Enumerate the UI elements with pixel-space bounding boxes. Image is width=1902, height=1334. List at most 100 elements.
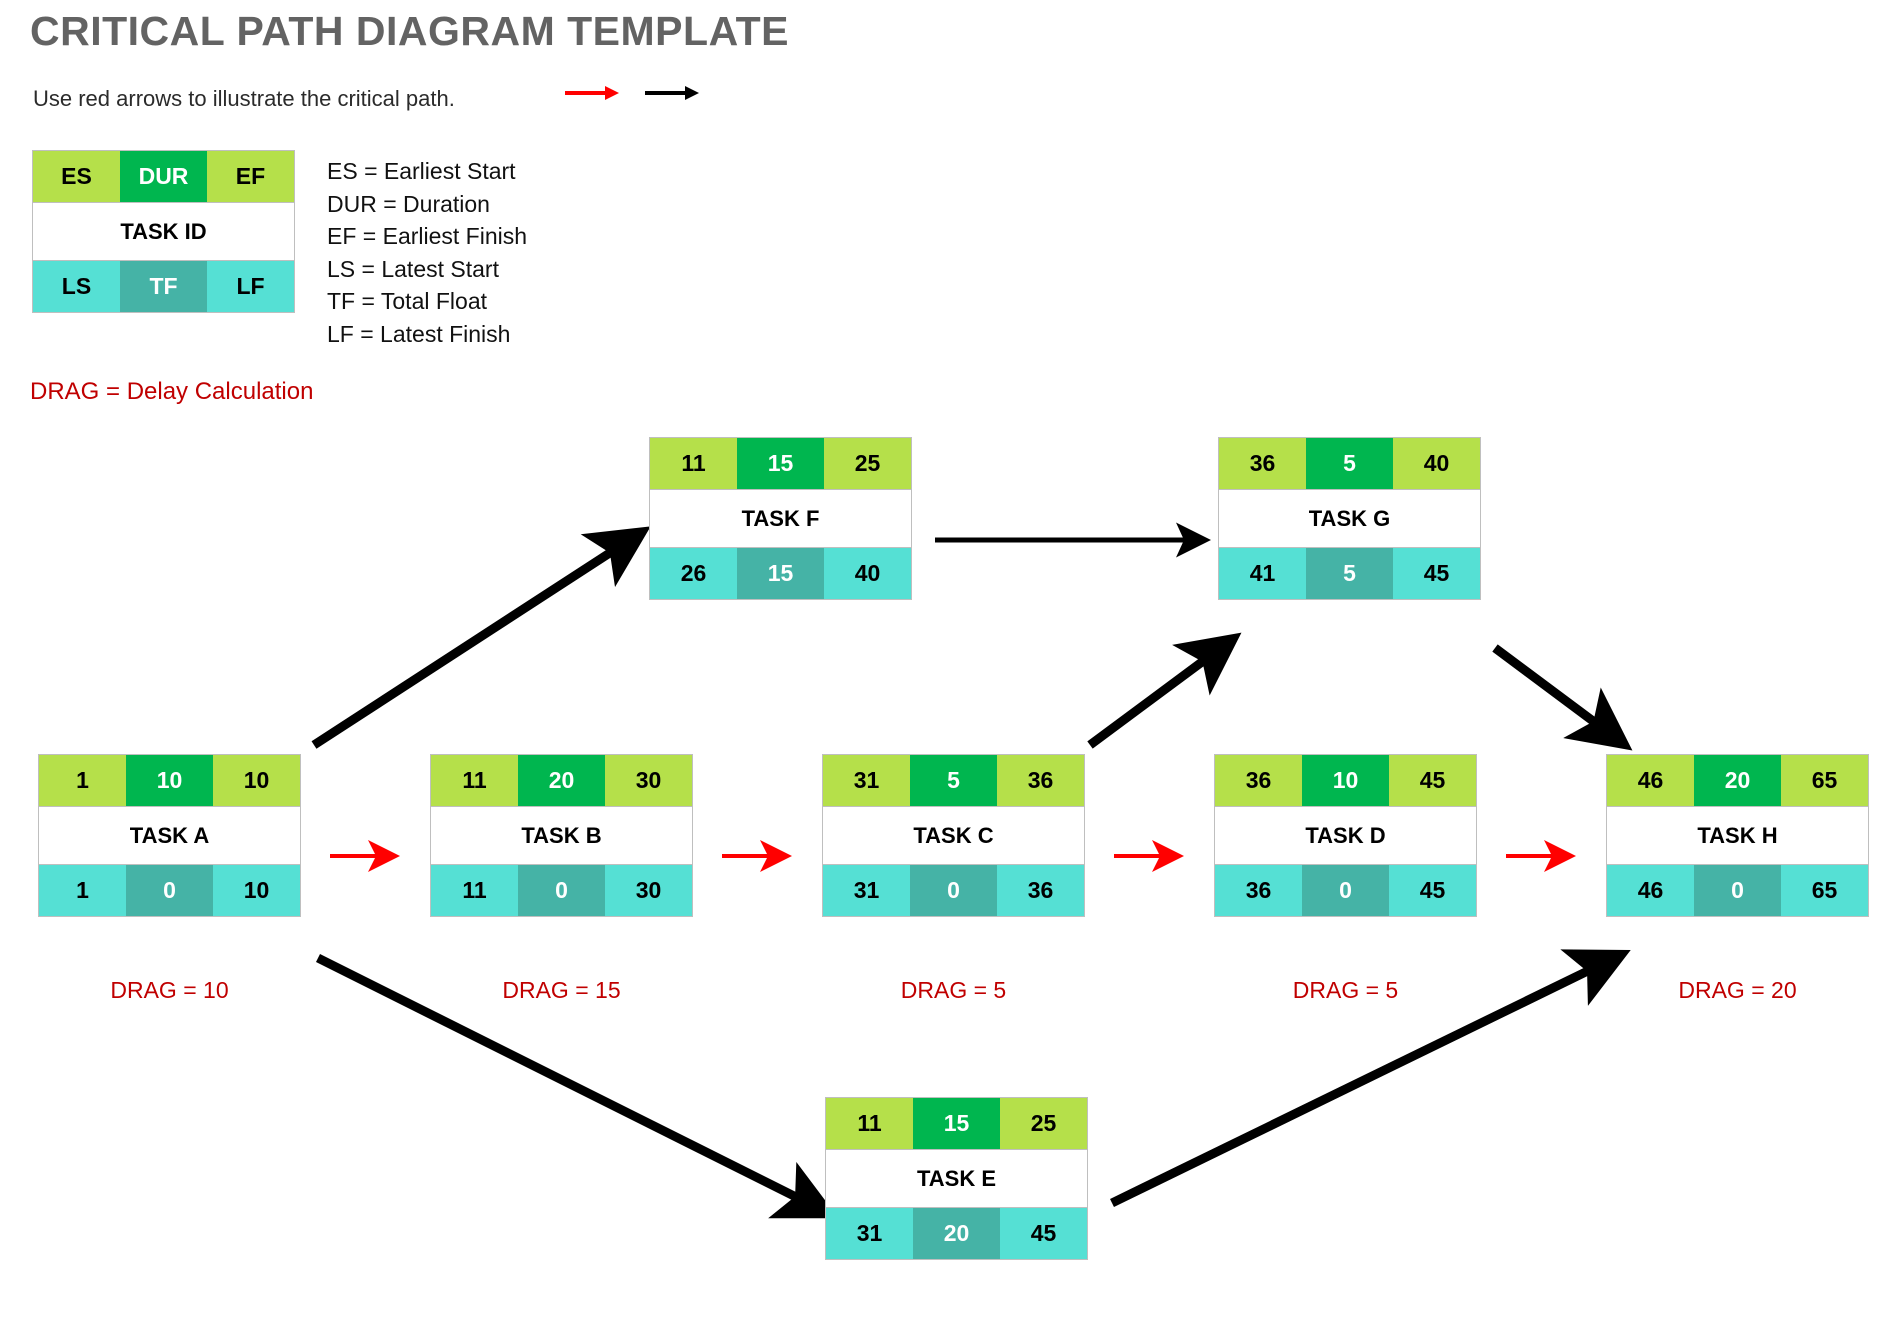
task-h-lf: 65 xyxy=(1781,865,1868,916)
task-c-ls: 31 xyxy=(823,865,910,916)
task-a-bottom-row: 1 0 10 xyxy=(38,865,301,917)
task-g-bottom-row: 41 5 45 xyxy=(1218,548,1481,600)
task-f-lf: 40 xyxy=(824,548,911,599)
task-g-dur: 5 xyxy=(1306,438,1393,489)
task-h-bottom-row: 46 0 65 xyxy=(1606,865,1869,917)
task-d-ef: 45 xyxy=(1389,755,1476,806)
task-d-bottom-row: 36 0 45 xyxy=(1214,865,1477,917)
key-definition-ls: LS = Latest Start xyxy=(327,255,499,282)
arrow-a-to-f xyxy=(311,526,651,749)
drag-legend-text: DRAG = Delay Calculation xyxy=(30,378,314,405)
task-e-ls: 31 xyxy=(826,1208,913,1259)
node-task-e[interactable]: 11 15 25 TASK E 31 20 45 xyxy=(825,1097,1088,1260)
key-cell-es: ES xyxy=(33,151,120,202)
task-g-lf: 45 xyxy=(1393,548,1480,599)
key-definition-tf: TF = Total Float xyxy=(327,288,488,314)
task-b-ef: 30 xyxy=(605,755,692,806)
task-c-drag-label: DRAG = 5 xyxy=(900,977,1007,1003)
task-f-bottom-row: 26 15 40 xyxy=(649,548,912,600)
task-f-ef: 25 xyxy=(824,438,911,489)
arrow-g-to-h xyxy=(1492,644,1633,751)
key-definition-dur: DUR = Duration xyxy=(327,190,490,217)
task-a-es: 1 xyxy=(39,755,126,806)
task-d-lf: 45 xyxy=(1389,865,1476,916)
node-task-g[interactable]: 36 5 40 TASK G 41 5 45 xyxy=(1218,437,1481,600)
task-h-tf: 0 xyxy=(1694,865,1781,916)
task-e-id: TASK E xyxy=(826,1150,1087,1207)
task-e-bottom-row: 31 20 45 xyxy=(825,1208,1088,1260)
node-task-c[interactable]: 31 5 36 TASK C 31 0 36 xyxy=(822,754,1085,917)
task-a-ls: 1 xyxy=(39,865,126,916)
task-c-dur: 5 xyxy=(910,755,997,806)
task-a-ef: 10 xyxy=(213,755,300,806)
task-b-es: 11 xyxy=(431,755,518,806)
task-b-mid-row: TASK B xyxy=(430,806,693,865)
task-b-dur: 20 xyxy=(518,755,605,806)
task-d-dur: 10 xyxy=(1302,755,1389,806)
key-legend-node: ES DUR EF TASK ID LS TF LF xyxy=(32,150,295,313)
key-cell-dur: DUR xyxy=(120,151,207,202)
task-a-top-row: 1 10 10 xyxy=(38,754,301,806)
task-d-es: 36 xyxy=(1215,755,1302,806)
node-task-h[interactable]: 46 20 65 TASK H 46 0 65 xyxy=(1606,754,1869,917)
black-arrow-shaft xyxy=(645,91,687,95)
task-d-tf: 0 xyxy=(1302,865,1389,916)
key-cell-task-id: TASK ID xyxy=(33,203,294,260)
task-c-ef: 36 xyxy=(997,755,1084,806)
key-cell-ef: EF xyxy=(207,151,294,202)
arrow-c-to-g xyxy=(1087,632,1242,749)
task-a-lf: 10 xyxy=(213,865,300,916)
task-d-ls: 36 xyxy=(1215,865,1302,916)
key-definition-lf: LF = Latest Finish xyxy=(327,320,511,347)
task-f-id: TASK F xyxy=(650,490,911,547)
node-task-b[interactable]: 11 20 30 TASK B 11 0 30 xyxy=(430,754,693,917)
node-task-f[interactable]: 11 15 25 TASK F 26 15 40 xyxy=(649,437,912,600)
task-b-drag-label: DRAG = 15 xyxy=(502,977,621,1003)
task-a-id: TASK A xyxy=(39,807,300,864)
task-f-ls: 26 xyxy=(650,548,737,599)
task-h-es: 46 xyxy=(1607,755,1694,806)
task-g-top-row: 36 5 40 xyxy=(1218,437,1481,489)
red-arrow-shaft xyxy=(565,91,607,95)
task-h-dur: 20 xyxy=(1694,755,1781,806)
task-f-dur: 15 xyxy=(737,438,824,489)
task-a-drag-label: DRAG = 10 xyxy=(110,977,229,1003)
key-cell-tf: TF xyxy=(120,261,207,312)
task-c-mid-row: TASK C xyxy=(822,806,1085,865)
task-h-top-row: 46 20 65 xyxy=(1606,754,1869,806)
task-h-ef: 65 xyxy=(1781,755,1868,806)
task-g-mid-row: TASK G xyxy=(1218,489,1481,548)
task-e-ef: 25 xyxy=(1000,1098,1087,1149)
node-task-d[interactable]: 36 10 45 TASK D 36 0 45 xyxy=(1214,754,1477,917)
key-bottom-row: LS TF LF xyxy=(32,261,295,313)
task-e-lf: 45 xyxy=(1000,1208,1087,1259)
black-arrow-head xyxy=(685,86,699,100)
task-d-drag-label: DRAG = 5 xyxy=(1292,977,1399,1003)
task-e-top-row: 11 15 25 xyxy=(825,1097,1088,1149)
task-h-id: TASK H xyxy=(1607,807,1868,864)
task-g-id: TASK G xyxy=(1219,490,1480,547)
task-f-mid-row: TASK F xyxy=(649,489,912,548)
task-b-lf: 30 xyxy=(605,865,692,916)
task-e-dur: 15 xyxy=(913,1098,1000,1149)
key-cell-lf: LF xyxy=(207,261,294,312)
red-arrow-head xyxy=(605,86,619,100)
task-g-ef: 40 xyxy=(1393,438,1480,489)
task-g-tf: 5 xyxy=(1306,548,1393,599)
task-f-es: 11 xyxy=(650,438,737,489)
key-mid-row: TASK ID xyxy=(32,202,295,261)
task-f-top-row: 11 15 25 xyxy=(649,437,912,489)
task-c-tf: 0 xyxy=(910,865,997,916)
task-e-tf: 20 xyxy=(913,1208,1000,1259)
node-task-a[interactable]: 1 10 10 TASK A 1 0 10 xyxy=(38,754,301,917)
task-b-tf: 0 xyxy=(518,865,605,916)
task-c-lf: 36 xyxy=(997,865,1084,916)
task-h-ls: 46 xyxy=(1607,865,1694,916)
task-f-tf: 15 xyxy=(737,548,824,599)
page-title: CRITICAL PATH DIAGRAM TEMPLATE xyxy=(30,8,790,54)
task-g-es: 36 xyxy=(1219,438,1306,489)
task-c-top-row: 31 5 36 xyxy=(822,754,1085,806)
task-a-dur: 10 xyxy=(126,755,213,806)
task-g-ls: 41 xyxy=(1219,548,1306,599)
